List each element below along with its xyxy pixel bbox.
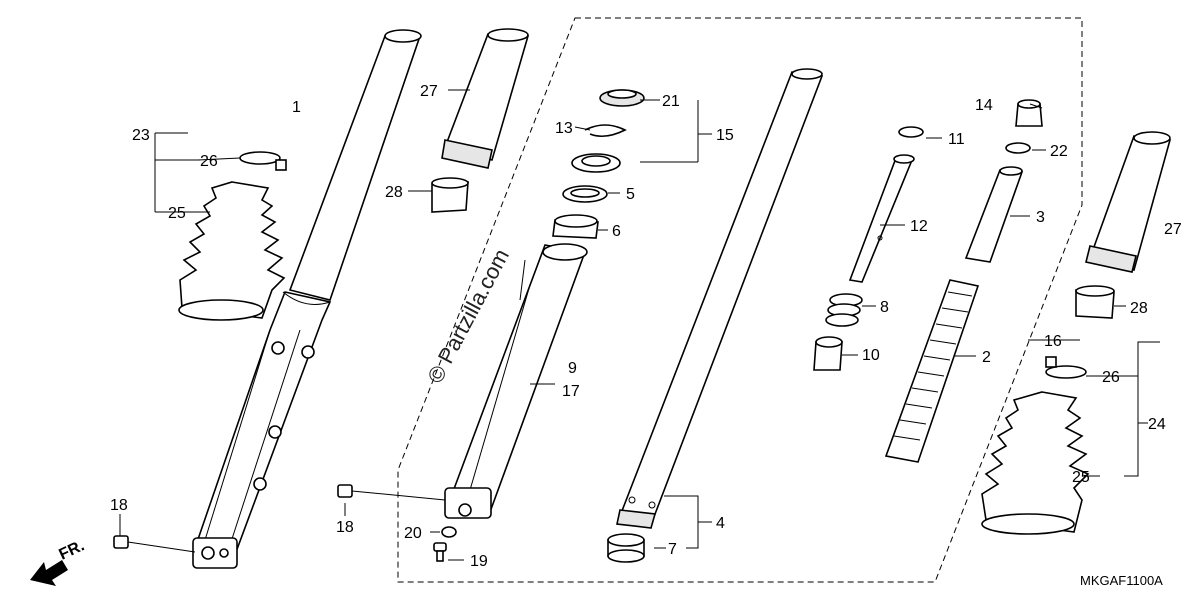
callout-18-center: 18	[336, 519, 354, 536]
callout-26-right: 26	[1102, 369, 1120, 386]
fork-assembly-left	[192, 29, 422, 569]
callout-25-left: 25	[168, 205, 186, 222]
socket-bolt-left	[113, 535, 196, 553]
outer-slider	[444, 243, 588, 519]
callout-27-left: 27	[420, 83, 438, 100]
spacer-collar	[964, 166, 1024, 263]
callout-5: 5	[626, 186, 635, 203]
fork-guide-right	[1075, 285, 1115, 319]
callout-2: 2	[982, 349, 991, 366]
callout-6: 6	[612, 223, 621, 240]
arrow-left-icon	[30, 560, 68, 586]
callout-8: 8	[880, 299, 889, 316]
slide-bushing-lower	[607, 533, 645, 563]
front-label: FR.	[57, 537, 88, 563]
callout-13: 13	[555, 120, 573, 137]
callout-28-left: 28	[385, 184, 403, 201]
drain-bolt	[433, 542, 447, 562]
socket-bolt-center	[337, 484, 446, 501]
callout-16: 16	[1044, 333, 1062, 350]
gasket-washer	[441, 526, 457, 538]
callout-27-right: 27	[1164, 221, 1182, 238]
hose-clamp-right	[1045, 356, 1087, 379]
fork-bolt	[1015, 99, 1043, 127]
callout-17: 17	[562, 383, 580, 400]
diagram-code: MKGAF1100A	[1080, 573, 1163, 588]
callout-25-right: 25	[1072, 469, 1090, 486]
piston-ring	[898, 126, 924, 138]
fork-spring	[884, 279, 980, 463]
fork-protector-right	[1085, 131, 1172, 273]
callout-10: 10	[862, 347, 880, 364]
callout-20: 20	[404, 525, 422, 542]
callout-21: 21	[662, 93, 680, 110]
rebound-spring	[825, 293, 863, 327]
callout-18-left: 18	[110, 497, 128, 514]
callout-3: 3	[1036, 209, 1045, 226]
callout-24: 24	[1148, 416, 1166, 433]
fork-damper-rod	[848, 154, 915, 283]
callout-labels: 1 23 26 25 27 28 21 13 15 5 6 9 17 4 7 1…	[110, 83, 1182, 570]
leader-lines	[119, 89, 1160, 561]
fork-guide-left	[431, 177, 469, 213]
callout-4: 4	[716, 515, 725, 532]
callout-12: 12	[910, 218, 928, 235]
dust-boot-left	[178, 181, 286, 321]
callout-1: 1	[292, 99, 301, 116]
callout-15: 15	[716, 127, 734, 144]
stop-ring-clip	[584, 124, 627, 138]
oil-lock-piece	[813, 336, 843, 371]
fork-protector-left	[441, 28, 530, 169]
callout-7: 7	[668, 541, 677, 558]
callout-26-left: 26	[200, 153, 218, 170]
slide-bushing-upper	[552, 214, 599, 239]
dust-seal	[599, 89, 645, 107]
back-up-ring	[562, 185, 608, 203]
oil-seal	[571, 153, 621, 173]
hose-clamp-left	[239, 151, 287, 171]
fork-pipe	[616, 68, 824, 529]
callout-19: 19	[470, 553, 488, 570]
front-direction-arrow: FR.	[30, 537, 87, 586]
callout-9: 9	[568, 360, 577, 377]
callout-22: 22	[1050, 143, 1068, 160]
callout-23: 23	[132, 127, 150, 144]
o-ring	[1005, 142, 1031, 154]
callout-28-right: 28	[1130, 300, 1148, 317]
callout-14: 14	[975, 97, 993, 114]
dust-boot-right	[981, 391, 1090, 535]
callout-11: 11	[948, 131, 965, 148]
